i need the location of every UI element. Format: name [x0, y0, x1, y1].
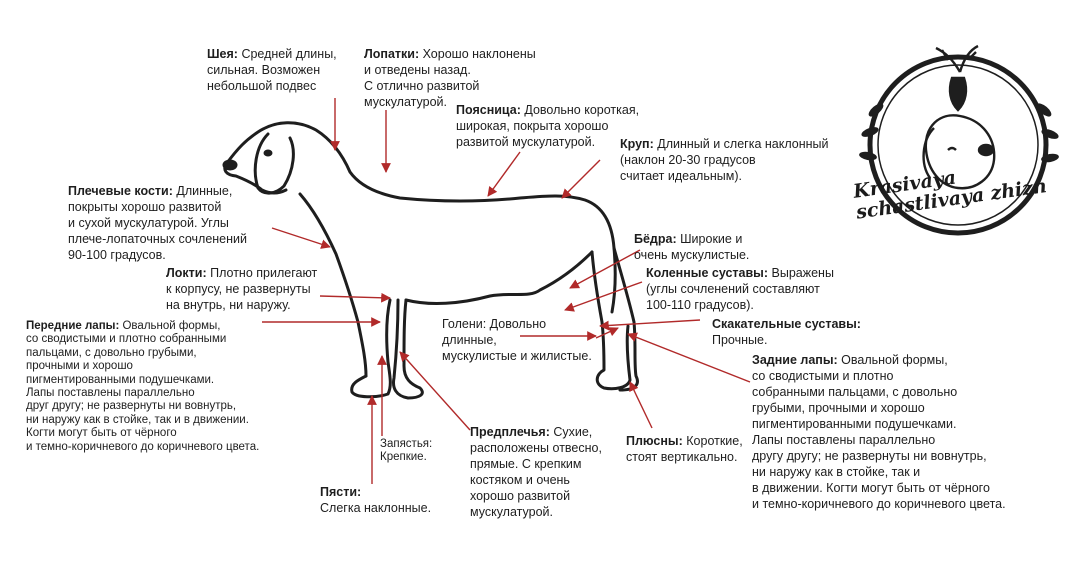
label-upper-arm: Плечевые кости: Длинные, покрыты хорошо …: [68, 183, 247, 263]
label-neck-text: Средней длины, сильная. Возможен небольш…: [207, 47, 337, 93]
deer-dog-emblem: [922, 44, 996, 190]
label-shoulder-blades-text: Хорошо наклонены и отведены назад. С отл…: [364, 47, 536, 109]
label-shoulder-blades: Лопатки: Хорошо наклонены и отведены наз…: [364, 46, 536, 110]
label-croup-text: Длинный и слегка наклонный (наклон 20-30…: [620, 137, 829, 183]
brand-logo: [859, 44, 1059, 236]
label-thighs: Бёдра: Широкие и очень мускулистые.: [634, 231, 749, 263]
label-hind-feet: Задние лапы: Овальной формы, со сводисты…: [752, 352, 1006, 512]
label-wrists: Запястья: Крепкие.: [380, 438, 432, 465]
label-upper-arm-text: Длинные, покрыты хорошо развитой и сухой…: [68, 184, 247, 262]
label-thighs-term: Бёдра:: [634, 232, 677, 246]
label-elbows: Локти: Плотно прилегают к корпусу, не ра…: [166, 265, 317, 313]
label-forearms: Предплечья: Сухие, расположены отвесно, …: [470, 424, 602, 520]
label-metatarsi-text: Короткие, стоят вертикально.: [626, 434, 743, 464]
label-lower-thighs: Голени: Довольно длинные, мускулистые и …: [442, 316, 592, 364]
label-lower-thighs-text: Голени: Довольно длинные, мускулистые и …: [442, 317, 592, 363]
pointer-arrows: [262, 98, 751, 484]
label-loin: Поясница: Довольно короткая, широкая, по…: [456, 102, 639, 150]
label-elbows-text: Плотно прилегают к корпусу, не развернут…: [166, 266, 318, 312]
label-hind-feet-term: Задние лапы:: [752, 353, 838, 367]
label-hocks-text: Прочные.: [712, 333, 768, 347]
label-metatarsi: Плюсны: Короткие, стоят вертикально.: [626, 433, 743, 465]
label-hind-feet-text: Овальной формы, со сводистыми и плотно с…: [752, 353, 1006, 511]
label-croup-term: Круп:: [620, 137, 654, 151]
label-forearms-term: Предплечья:: [470, 425, 550, 439]
label-shoulder-blades-term: Лопатки:: [364, 47, 420, 61]
laurel-leaves: [859, 103, 1059, 163]
label-stifles-term: Коленные суставы:: [646, 266, 769, 280]
label-hocks-term: Скакательные суставы:: [712, 317, 861, 331]
label-upper-arm-term: Плечевые кости:: [68, 184, 173, 198]
label-pasterns-text: Слегка наклонные.: [320, 501, 432, 515]
label-neck: Шея: Средней длины, сильная. Возможен не…: [207, 46, 337, 94]
label-loin-term: Поясница:: [456, 103, 521, 117]
label-neck-term: Шея:: [207, 47, 238, 61]
label-forefeet: Передние лапы: Овальной формы, со сводис…: [26, 320, 259, 454]
label-thighs-text: Широкие и очень мускулистые.: [634, 232, 750, 262]
label-forefeet-text: Овальной формы, со сводистыми и плотно с…: [26, 320, 260, 453]
label-metatarsi-term: Плюсны:: [626, 434, 683, 448]
label-forefeet-term: Передние лапы:: [26, 320, 120, 332]
label-stifles: Коленные суставы: Выражены (углы сочлене…: [646, 265, 834, 313]
label-pasterns: Пясти: Слегка наклонные.: [320, 484, 431, 516]
label-croup: Круп: Длинный и слегка наклонный (наклон…: [620, 136, 829, 184]
label-pasterns-term: Пясти:: [320, 485, 362, 499]
label-forearms-text: Сухие, расположены отвесно, прямые. С кр…: [470, 425, 602, 519]
label-wrists-text: Запястья: Крепкие.: [380, 438, 433, 464]
dog-outline: [222, 121, 639, 400]
label-elbows-term: Локти:: [166, 266, 207, 280]
label-stifles-text: Выражены (углы сочленений составляют 100…: [646, 266, 834, 312]
label-loin-text: Довольно короткая, широкая, покрыта хоро…: [456, 103, 640, 149]
label-hocks: Скакательные суставы: Прочные.: [712, 316, 861, 348]
